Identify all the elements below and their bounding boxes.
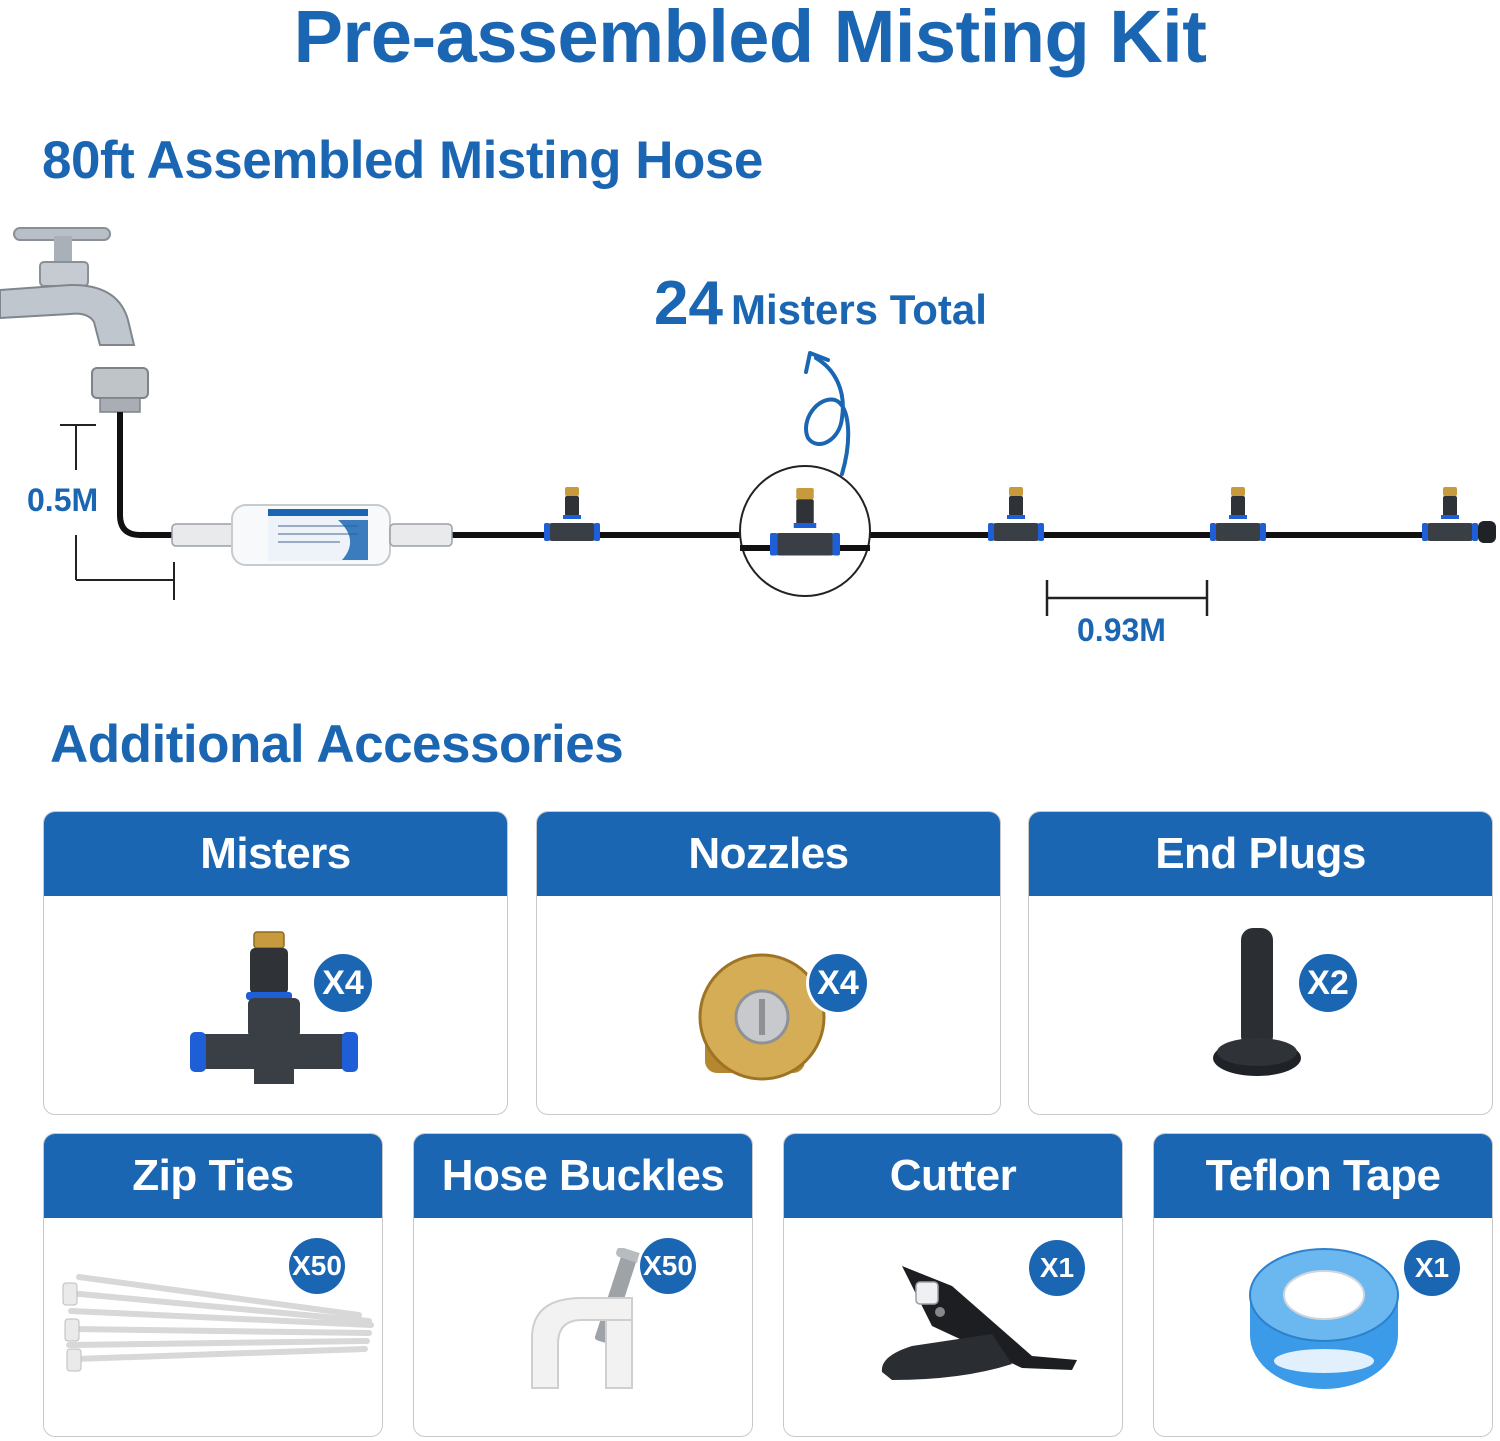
accessory-card-end-plugs: End Plugs X2 — [1028, 811, 1493, 1115]
accessory-card-title: Hose Buckles — [414, 1134, 752, 1218]
spacing-dimension-label: 0.93M — [1077, 612, 1166, 648]
misters-count: 24 — [654, 269, 723, 338]
mister-highlight-circle — [739, 465, 871, 597]
quantity-badge: X4 — [314, 954, 372, 1012]
quantity-badge: X2 — [1299, 954, 1357, 1012]
end-plug-icon — [1478, 521, 1496, 543]
brass-nozzle-icon — [698, 953, 826, 1081]
teflon-tape-icon — [1249, 1248, 1399, 1389]
hose-section-heading: 80ft Assembled Misting Hose — [42, 131, 763, 190]
mister-tee-icon — [1422, 487, 1478, 541]
faucet-icon — [0, 227, 136, 346]
accessory-card-title: Zip Ties — [44, 1134, 382, 1218]
accessory-card-hose-buckles: Hose Buckles X50 — [413, 1133, 753, 1437]
accessory-card-teflon-tape: Teflon Tape X1 — [1153, 1133, 1493, 1437]
accessories-heading: Additional Accessories — [50, 715, 624, 774]
quantity-badge: X4 — [809, 954, 867, 1012]
misting-hose-line — [117, 412, 1490, 538]
mister-tee-icon — [1210, 487, 1266, 541]
vertical-dimension-label: 0.5M — [27, 482, 99, 518]
curly-arrow-icon — [804, 356, 851, 476]
zip-ties-icon — [62, 1274, 374, 1372]
quantity-badge: X1 — [1029, 1240, 1085, 1296]
spacing-dimension-mark — [1045, 580, 1209, 616]
accessory-card-zip-ties: Zip Ties X50 — [43, 1133, 383, 1437]
mister-tee-icon — [988, 487, 1044, 541]
quantity-badge: X50 — [289, 1238, 345, 1294]
accessory-card-misters: Misters X4 — [43, 811, 508, 1115]
accessory-card-nozzles: Nozzles X4 — [536, 811, 1001, 1115]
mister-tee-icon — [544, 487, 600, 541]
accessory-card-cutter: Cutter X1 — [783, 1133, 1123, 1437]
accessory-card-title: Misters — [44, 812, 507, 896]
accessory-card-title: Nozzles — [537, 812, 1000, 896]
accessory-card-title: End Plugs — [1029, 812, 1492, 896]
mister-tee-icon — [770, 488, 840, 556]
end-plug-icon — [1213, 928, 1301, 1076]
hose-coupler-icon — [91, 367, 149, 413]
quantity-badge: X50 — [640, 1238, 696, 1294]
sediment-filter-icon — [171, 504, 453, 566]
quantity-badge: X1 — [1404, 1240, 1460, 1296]
vertical-dimension-mark — [60, 424, 175, 600]
hose-cutter-icon — [881, 1266, 1077, 1380]
accessory-card-title: Teflon Tape — [1154, 1134, 1492, 1218]
page-title: Pre-assembled Misting Kit — [293, 0, 1207, 78]
mister-tee-icon — [190, 931, 358, 1084]
misters-total-label: Misters Total — [730, 286, 987, 333]
hose-buckle-icon — [531, 1248, 644, 1389]
accessory-card-title: Cutter — [784, 1134, 1122, 1218]
misting-hose-diagram — [0, 227, 1496, 616]
